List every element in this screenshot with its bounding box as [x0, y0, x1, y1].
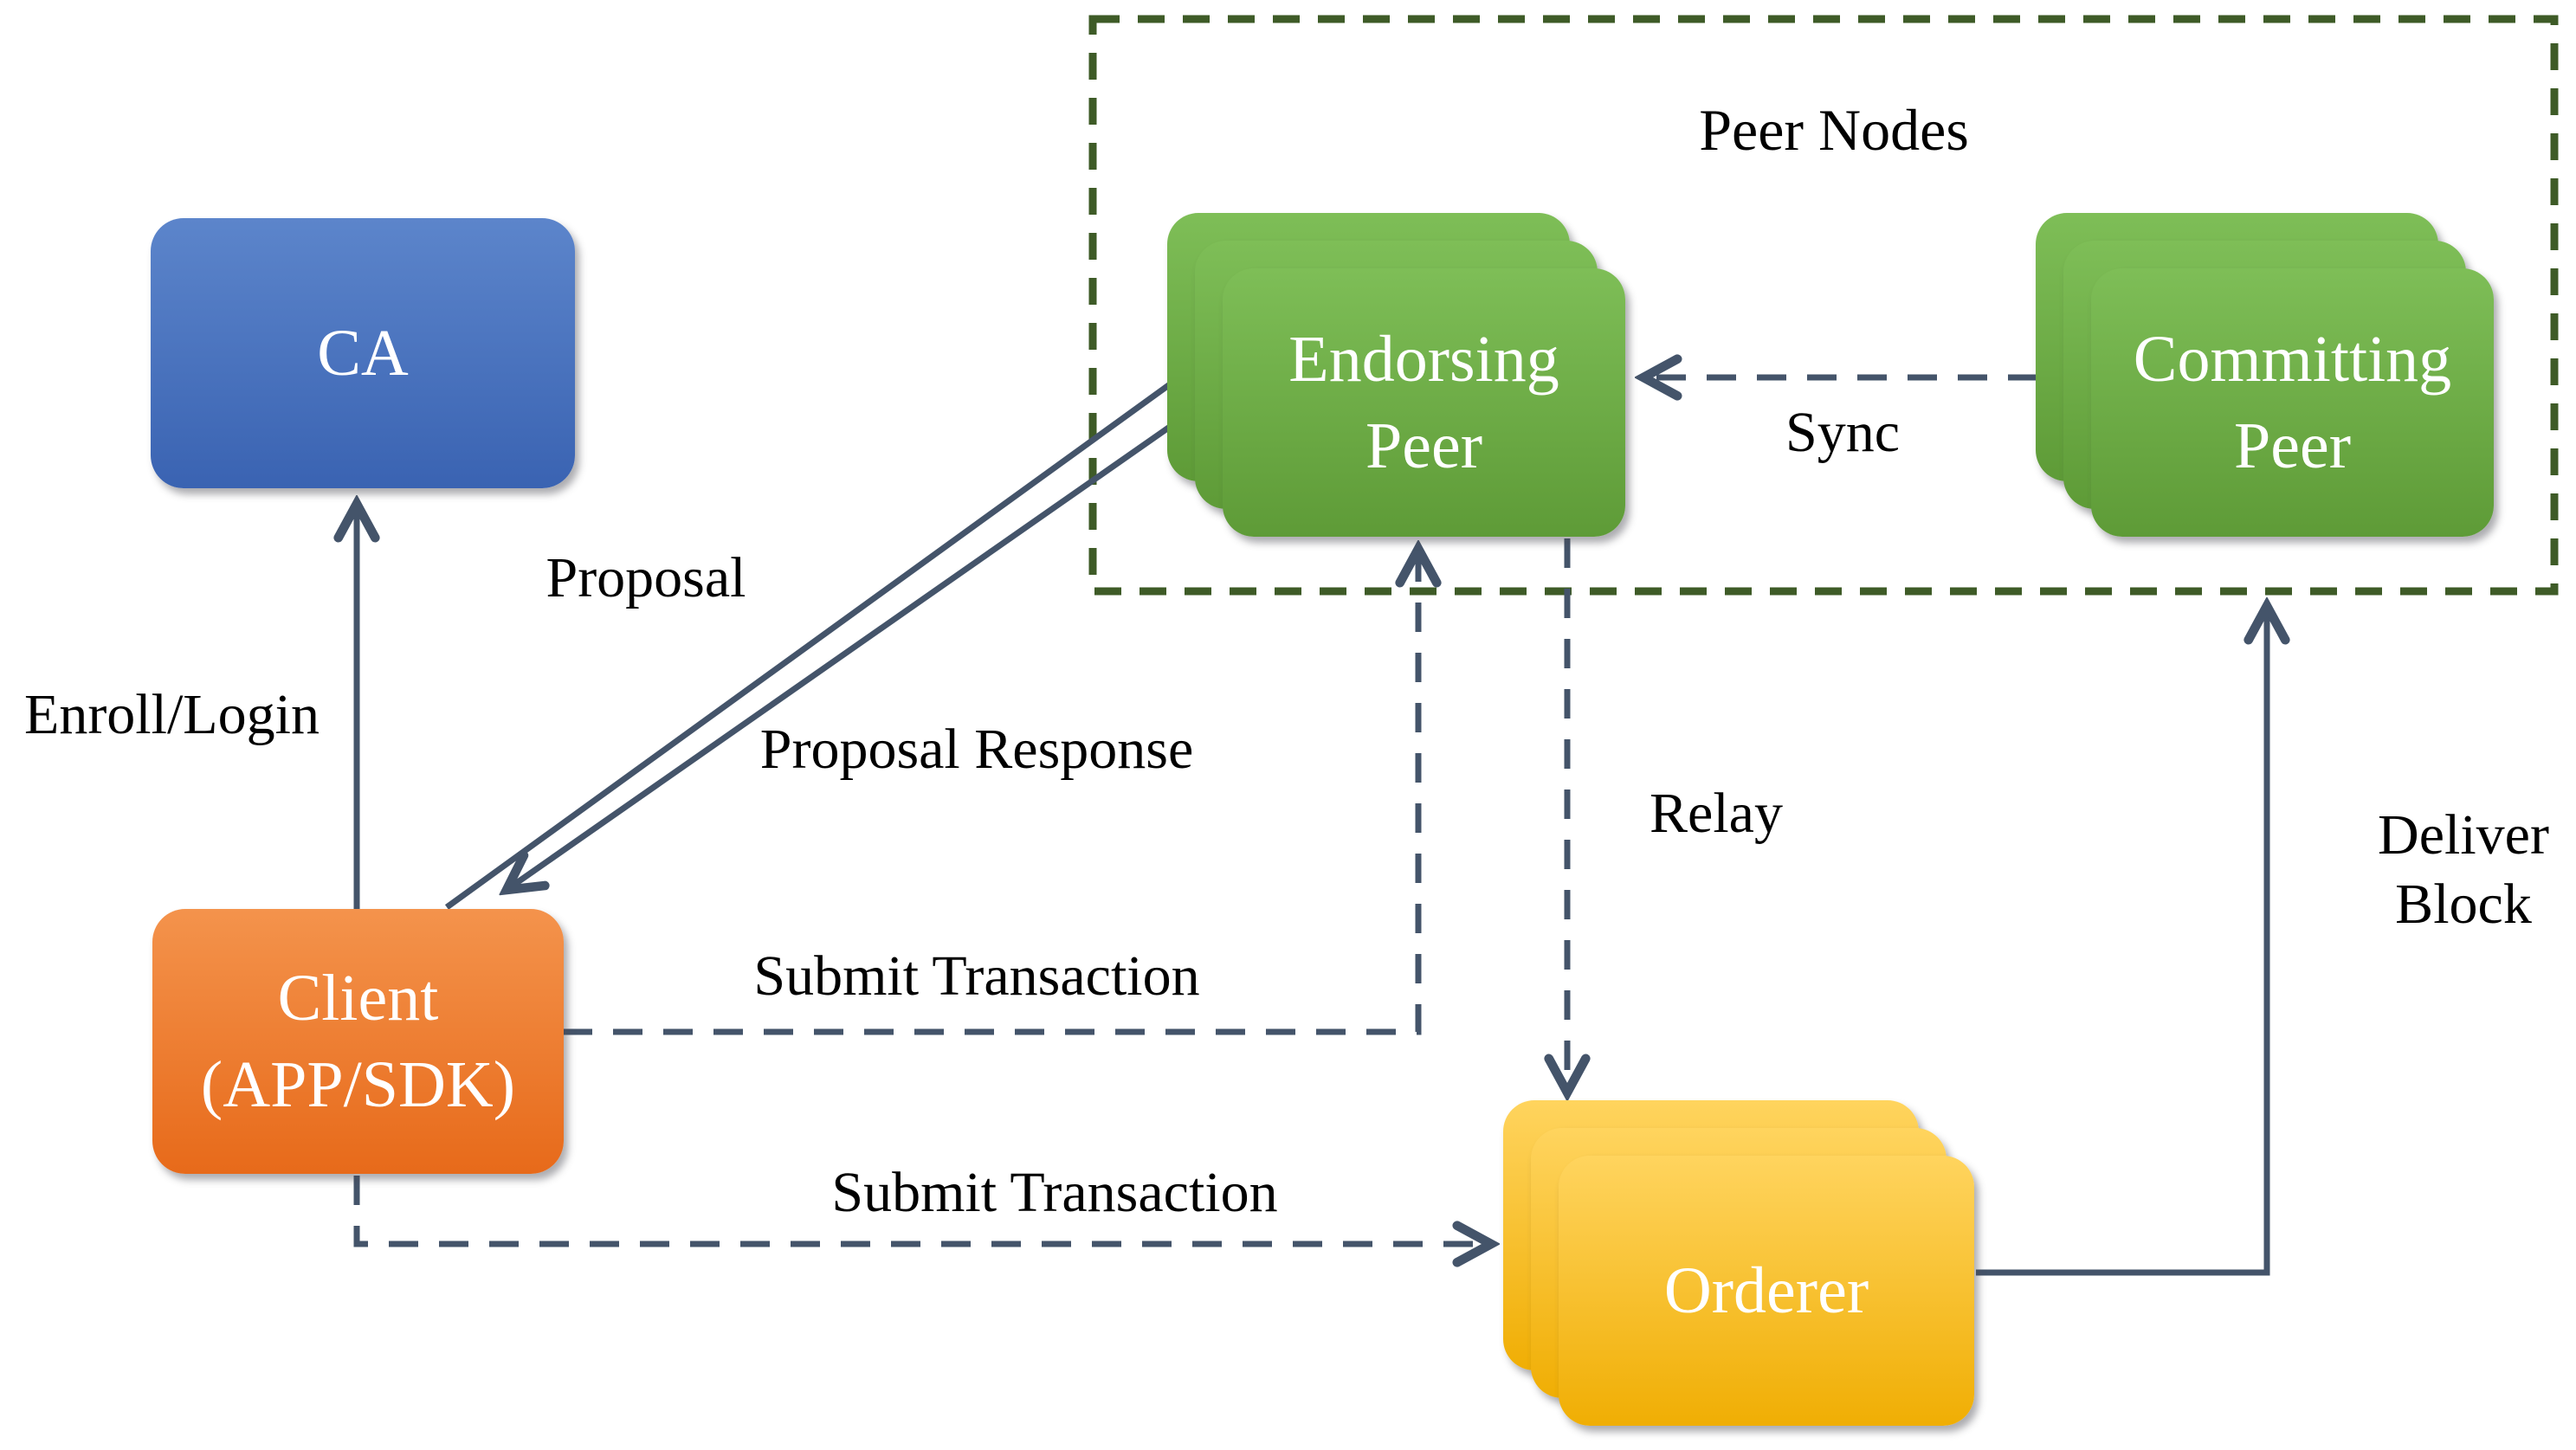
orderer-label: Orderer [1663, 1254, 1869, 1327]
submit-transaction-endorsing-label: Submit Transaction [753, 944, 1200, 1008]
node-committing-peer: Committing Peer [2036, 213, 2494, 537]
proposal-response-arrow [507, 380, 1236, 890]
submit-transaction-endorsing-arrow [563, 549, 1418, 1035]
client-label-line2: (APP/SDK) [200, 1048, 516, 1121]
deliver-block-arrow [1976, 606, 2267, 1276]
client-label-line1: Client [277, 962, 439, 1034]
committing-peer-card-front: Committing Peer [2091, 268, 2494, 537]
node-ca: CA [151, 218, 575, 488]
relay-label: Relay [1650, 782, 1783, 845]
committing-peer-label-line2: Peer [2233, 409, 2352, 482]
proposal-response-label: Proposal Response [759, 718, 1194, 781]
orderer-card-front: Orderer [1559, 1156, 1974, 1426]
proposal-label: Proposal [546, 546, 746, 609]
enroll-login-label: Enroll/Login [24, 683, 320, 746]
sync-label: Sync [1785, 401, 1900, 464]
peer-nodes-group-box [1088, 15, 2559, 596]
submit-transaction-orderer-label: Submit Transaction [831, 1161, 1278, 1224]
endorsing-peer-card-front: Endorsing Peer [1223, 268, 1625, 537]
endorsing-peer-label-line2: Peer [1365, 409, 1483, 482]
node-orderer: Orderer [1503, 1100, 1974, 1426]
endorsing-peer-label-line1: Endorsing [1288, 323, 1559, 396]
deliver-block-label: Deliver Block [2378, 803, 2549, 936]
peer-nodes-group-title: Peer Nodes [1699, 97, 1969, 163]
node-client: Client (APP/SDK) [152, 909, 564, 1174]
proposal-arrow [444, 355, 1211, 910]
committing-peer-label-line1: Committing [2133, 323, 2452, 396]
node-endorsing-peer: Endorsing Peer [1167, 213, 1625, 537]
ca-label: CA [317, 317, 409, 390]
submit-transaction-orderer-arrow [353, 1176, 1491, 1244]
